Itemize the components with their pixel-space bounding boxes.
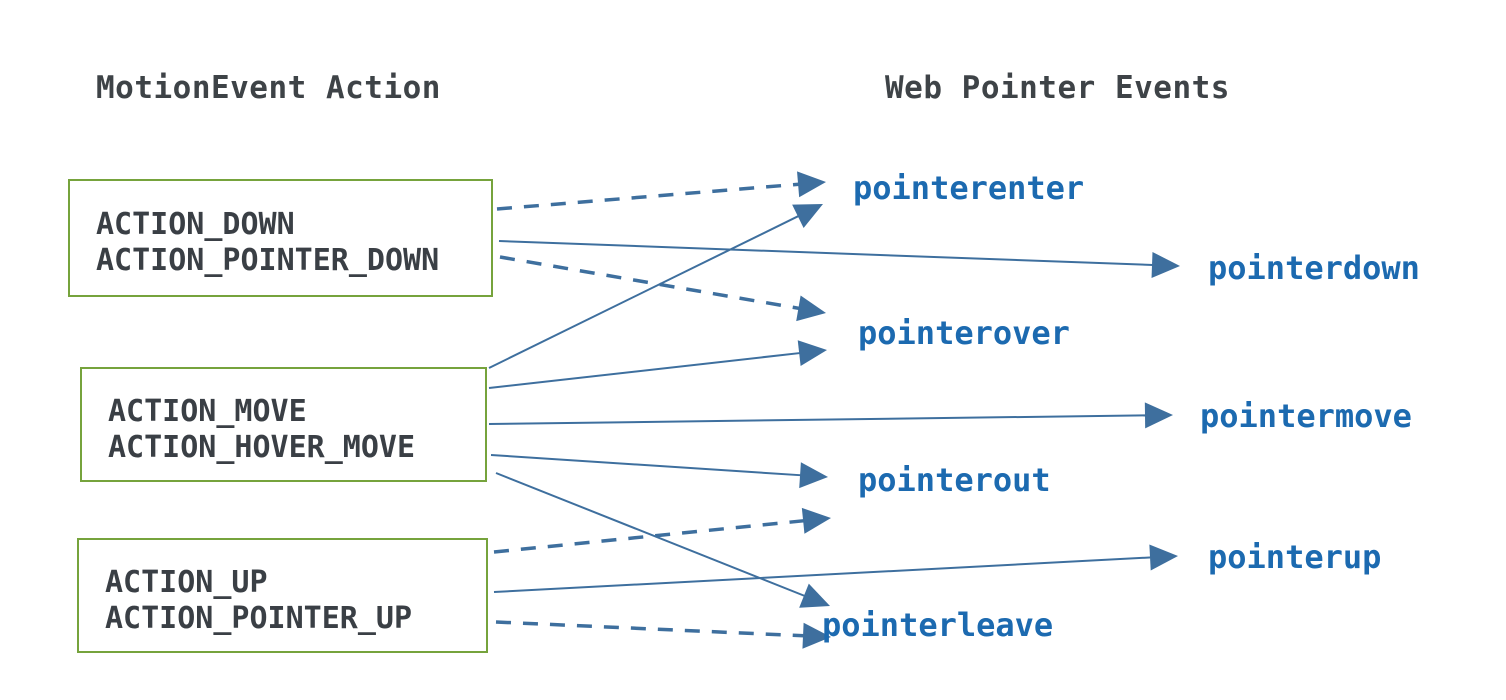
action-box-move: ACTION_MOVE ACTION_HOVER_MOVE	[80, 367, 487, 482]
action-box-up: ACTION_UP ACTION_POINTER_UP	[77, 538, 488, 653]
action-label: ACTION_POINTER_UP	[105, 600, 413, 636]
arrowhead-move-to-pointerout	[799, 462, 828, 489]
event-label-pointerenter: pointerenter	[853, 169, 1085, 207]
arrowhead-up-to-pointerup	[1149, 544, 1178, 571]
action-label: ACTION_HOVER_MOVE	[108, 429, 416, 465]
edge-move-to-pointerover	[488, 351, 804, 389]
arrowhead-up-to-pointerout	[801, 507, 831, 534]
column-heading-web-pointer-events: Web Pointer Events	[885, 70, 1230, 106]
arrowhead-move-to-pointerover	[797, 340, 827, 367]
edge-up-to-pointerup	[493, 556, 1155, 593]
column-heading-motionevent-action: MotionEvent Action	[96, 70, 441, 106]
action-label: ACTION_DOWN	[96, 207, 295, 242]
event-label-pointerover: pointerover	[858, 314, 1070, 352]
arrowhead-down-to-pointerdown	[1151, 251, 1180, 278]
edge-down-to-pointerover	[499, 255, 803, 311]
edge-move-to-pointerleave	[495, 472, 809, 599]
arrowhead-move-to-pointerleave	[799, 583, 830, 608]
action-label: ACTION_MOVE	[108, 393, 307, 429]
action-label: ACTION_POINTER_DOWN	[96, 243, 440, 278]
arrowhead-move-to-pointerenter	[792, 204, 823, 229]
action-box-down: ACTION_DOWN ACTION_POINTER_DOWN	[68, 179, 493, 297]
event-label-pointerleave: pointerleave	[822, 606, 1054, 644]
event-label-pointermove: pointermove	[1200, 397, 1412, 435]
edge-up-to-pointerleave	[495, 620, 808, 638]
event-label-pointerup: pointerup	[1208, 538, 1382, 576]
action-label: ACTION_UP	[105, 564, 268, 600]
arrowhead-down-to-pointerover	[796, 295, 826, 322]
event-label-pointerdown: pointerdown	[1208, 249, 1420, 287]
event-label-pointerout: pointerout	[858, 461, 1051, 499]
arrowhead-move-to-pointermove	[1144, 402, 1173, 429]
edge-down-to-pointerdown	[498, 240, 1157, 267]
arrowhead-down-to-pointerenter	[797, 171, 826, 198]
edge-move-to-pointerenter	[488, 213, 802, 369]
edge-up-to-pointerout	[493, 518, 808, 554]
edge-move-to-pointerout	[490, 454, 805, 477]
edge-move-to-pointermove	[488, 414, 1150, 425]
edge-down-to-pointerenter	[496, 182, 803, 211]
